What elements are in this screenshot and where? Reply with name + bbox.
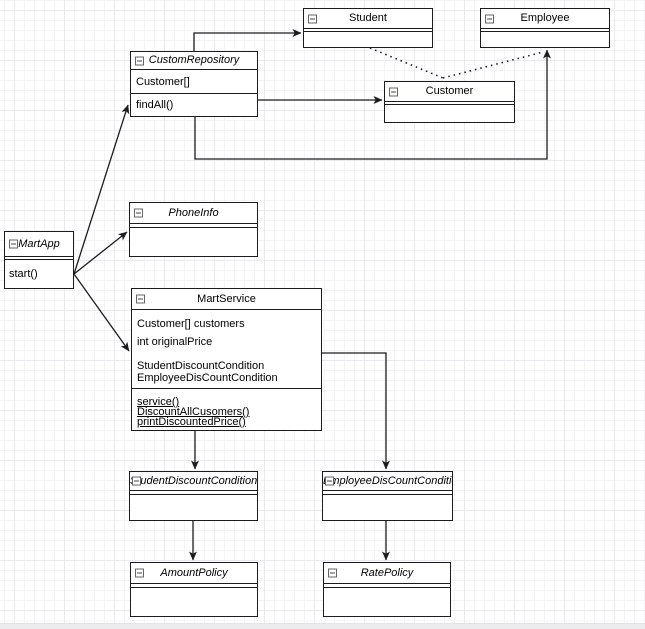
compartment-divider xyxy=(131,584,257,588)
method: DiscountAllCusomers() xyxy=(137,406,250,418)
compartment-divider xyxy=(5,257,73,260)
class-title: MartService xyxy=(197,293,256,305)
class-studentdiscountcondition[interactable]: StudentDiscountCondition xyxy=(129,471,258,521)
attribute: int originalPrice xyxy=(137,336,213,348)
compartment-divider xyxy=(481,29,609,32)
collapse-icon[interactable] xyxy=(134,208,143,218)
attribute: EmployeeDisCountCondition xyxy=(137,372,278,384)
methods-compartment: service() DiscountAllCusomers() printDis… xyxy=(132,389,321,428)
compartment-divider xyxy=(130,224,257,228)
class-title: PhoneInfo xyxy=(168,207,219,219)
collapse-icon[interactable] xyxy=(135,568,144,578)
compartment-divider xyxy=(324,584,450,588)
attribute: StudentDiscountCondition xyxy=(137,360,265,372)
method: findAll() xyxy=(136,99,174,111)
class-customrepository[interactable]: CustomRepository Customer[] findAll() xyxy=(130,51,258,117)
class-title: MartApp xyxy=(18,238,60,250)
compartment-divider xyxy=(385,102,514,105)
class-ratepolicy[interactable]: RatePolicy xyxy=(323,562,451,617)
compartment-divider xyxy=(323,491,452,495)
attribute: Customer[] xyxy=(131,70,257,94)
class-amountpolicy[interactable]: AmountPolicy xyxy=(130,562,258,617)
collapse-icon[interactable] xyxy=(389,87,398,96)
collapse-icon[interactable] xyxy=(485,14,494,23)
class-title: AmountPolicy xyxy=(160,567,228,579)
class-martservice[interactable]: MartService Customer[] customers int ori… xyxy=(131,288,322,431)
collapse-icon[interactable] xyxy=(308,14,317,23)
class-title: CustomRepository xyxy=(148,54,240,66)
horizontal-scrollbar-track[interactable] xyxy=(0,623,645,629)
class-customer[interactable]: Customer xyxy=(384,81,515,123)
compartment-divider xyxy=(304,29,432,32)
class-student[interactable]: Student xyxy=(303,8,433,48)
collapse-icon[interactable] xyxy=(325,476,334,486)
compartment-divider xyxy=(130,491,257,495)
class-martapp[interactable]: MartApp start() xyxy=(4,231,74,289)
method: printDiscountedPrice() xyxy=(137,416,246,428)
collapse-icon[interactable] xyxy=(9,239,18,249)
collapse-icon[interactable] xyxy=(135,56,144,65)
class-phoneinfo[interactable]: PhoneInfo xyxy=(129,202,258,257)
collapse-icon[interactable] xyxy=(132,476,141,486)
class-employeediscountcondition[interactable]: EmployeeDisCountCondition xyxy=(322,471,453,521)
method: service() xyxy=(137,396,180,408)
collapse-icon[interactable] xyxy=(328,568,337,578)
collapse-icon[interactable] xyxy=(136,294,145,304)
class-title: Customer xyxy=(425,85,474,97)
class-employee[interactable]: Employee xyxy=(480,8,610,48)
class-title: RatePolicy xyxy=(360,567,414,579)
class-title: Student xyxy=(349,12,387,24)
class-title: EmployeeDisCountCondition xyxy=(323,475,452,487)
class-title: StudentDiscountCondition xyxy=(130,475,257,487)
class-title: Employee xyxy=(520,12,570,24)
method: start() xyxy=(9,268,38,280)
attribute: Customer[] customers xyxy=(137,318,245,330)
attributes-compartment: Customer[] customers int originalPrice S… xyxy=(132,310,321,389)
